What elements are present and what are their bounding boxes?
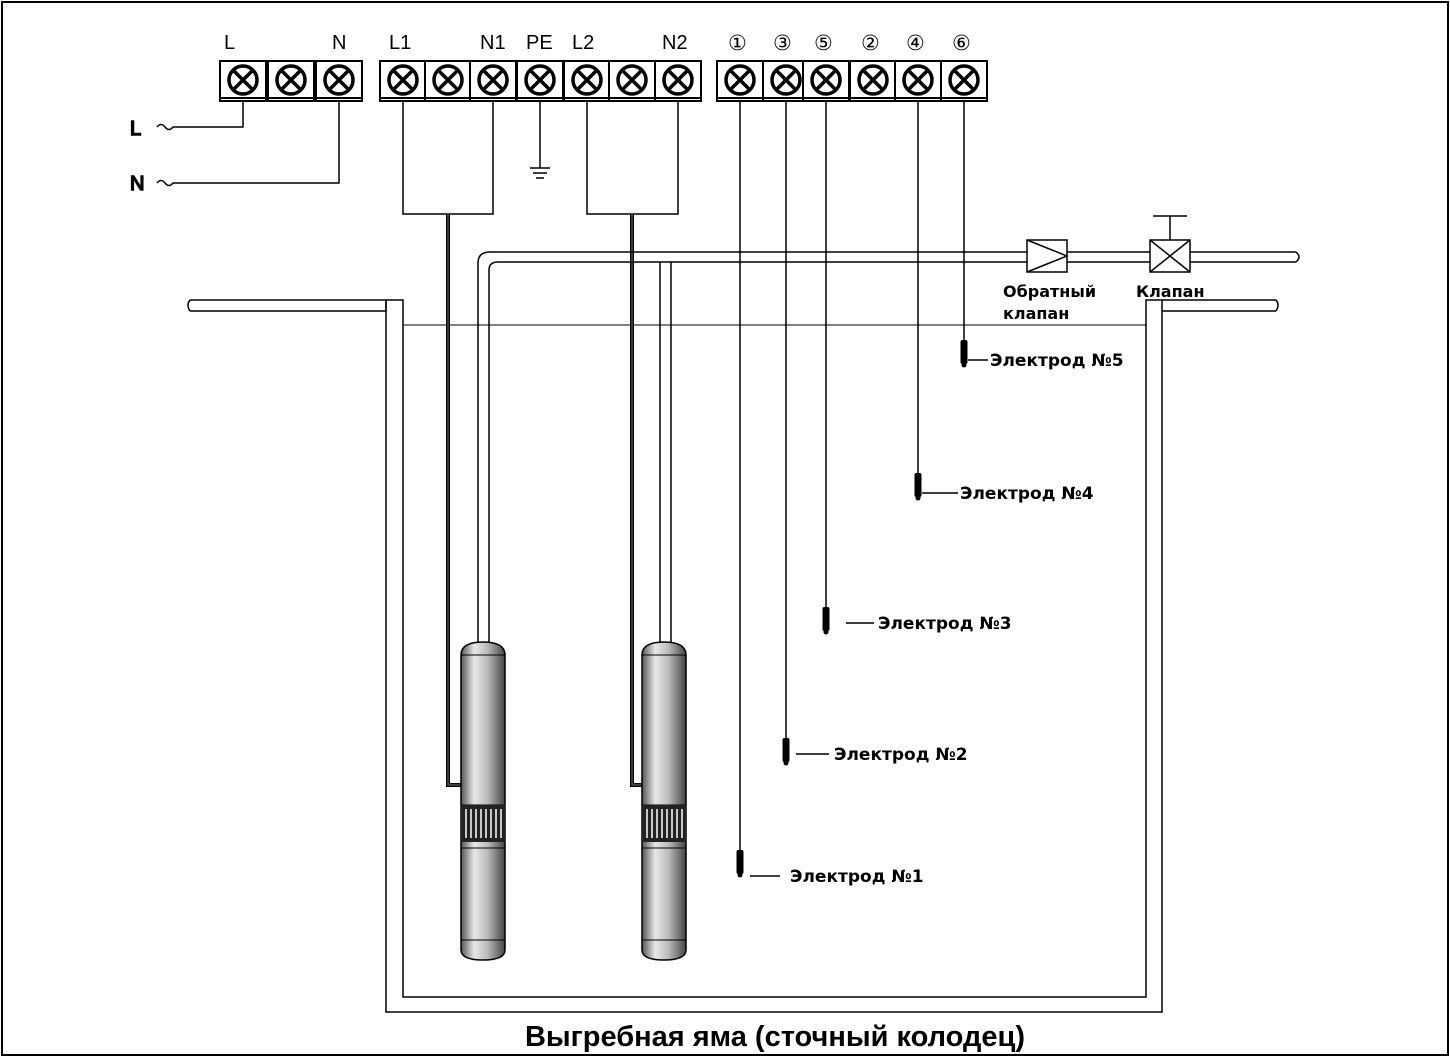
pump-2 [641,641,687,961]
terminal-label-l1: L1 [389,32,411,54]
diagram-title: Выгребная яма (сточный колодец) [525,1021,1025,1053]
discharge-pipe [477,251,1300,645]
terminal-label-3: ③ [773,31,792,55]
electrode-4-label: Электрод №4 [960,484,1094,504]
pump-wiring [402,101,679,215]
input-wire-n-label: N [130,173,144,195]
terminal-label-pe: PE [526,32,553,54]
gate-valve-icon [1149,215,1191,273]
terminal-label-1: ① [728,31,747,55]
pump-terminal-block [378,59,703,103]
terminal-label-l2: L2 [572,32,594,54]
check-valve-label-1: Обратный [1003,282,1096,301]
terminal-label-2: ② [861,31,880,55]
electrode-5: Электрод №5 [960,340,1124,371]
terminal-label-l: L [224,32,235,54]
gate-valve-label: Клапан [1136,282,1205,301]
pump-1 [460,641,506,961]
terminal-label-4: ④ [906,31,925,55]
electrode-1: Электрод №1 [736,850,924,887]
terminal-label-6: ⑥ [952,31,971,55]
electrode-5-label: Электрод №5 [990,351,1124,371]
electrode-2-label: Электрод №2 [834,745,968,765]
ground-surface [187,299,1279,312]
electrode-wires [739,101,965,850]
supply-terminal-block [218,59,364,103]
electrode-4: Электрод №4 [914,473,1094,504]
terminal-label-5: ⑤ [814,31,833,55]
electrode-3-label: Электрод №3 [878,614,1012,634]
electrode-terminal-block [715,59,989,103]
terminal-labels: L N L1 N1 PE L2 N2 ① ③ ⑤ ② ④ ⑥ [224,31,971,55]
terminal-label-n1: N1 [480,32,506,54]
terminal-label-n2: N2 [662,32,688,54]
check-valve-icon [1026,239,1070,273]
electrode-1-label: Электрод №1 [790,867,924,887]
input-wire-l-label: L [130,118,141,140]
supply-wires: L N [129,101,340,196]
electrode-2: Электрод №2 [782,738,968,766]
pump-cables [446,214,642,787]
check-valve-label-2: клапан [1003,304,1069,323]
terminal-label-n: N [332,32,346,54]
cesspit [385,299,1163,1013]
electrode-3: Электрод №3 [822,607,1012,635]
